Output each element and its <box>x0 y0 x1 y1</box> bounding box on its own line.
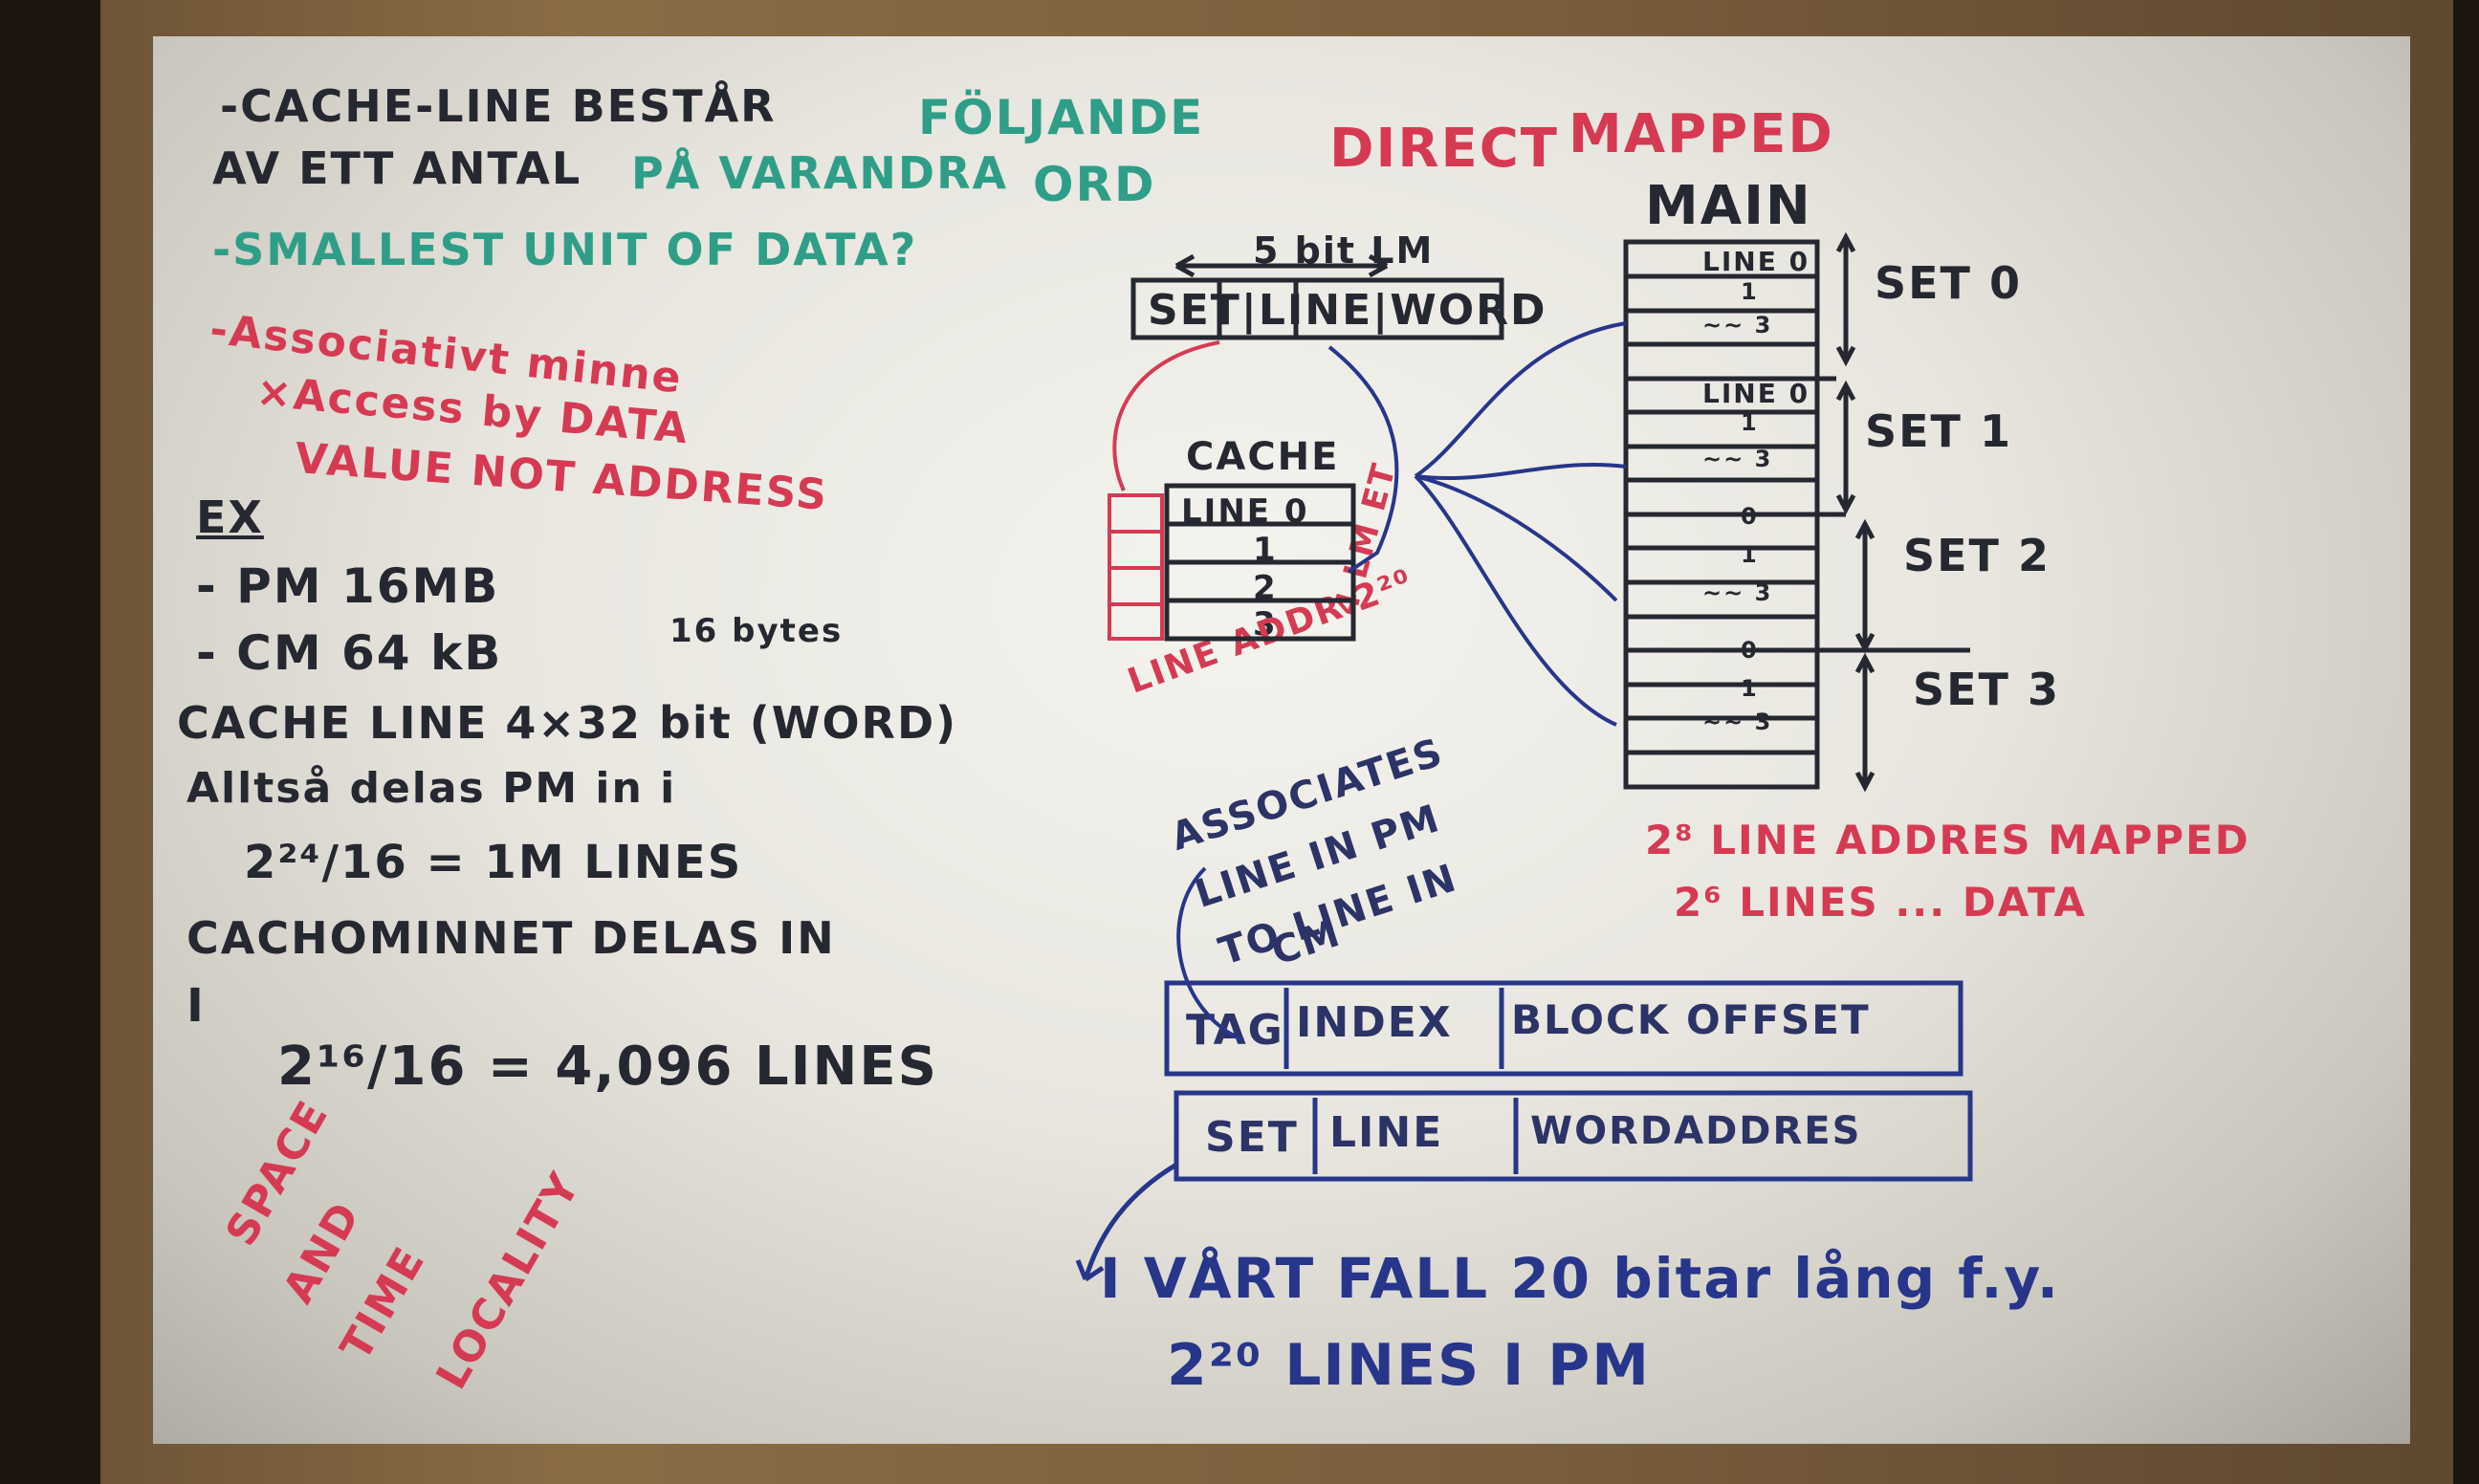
note-16-bytes: 16 bytes <box>669 612 844 650</box>
address-boxes <box>1075 980 1973 1282</box>
main-line-0: LINE 0 <box>1702 246 1810 277</box>
main-memory-stack <box>1623 231 1970 793</box>
main-line-10: ~~ 3 <box>1702 579 1773 606</box>
mapping-lines <box>1176 321 1627 1042</box>
heading-main: MAIN <box>1645 175 1812 237</box>
note-1m-lines: 2²⁴/16 = 1M LINES <box>244 836 743 889</box>
cache-line-3: 3 <box>1253 605 1278 644</box>
note-cache-line-word: CACHE LINE 4×32 bit (WORD) <box>177 697 958 749</box>
main-line-1: 1 <box>1741 278 1759 305</box>
address-fields-label: SET|LINE|WORD <box>1148 286 1547 335</box>
note-cm: - CM 64 kB <box>196 625 503 681</box>
cache-label: CACHE <box>1186 435 1340 479</box>
note-cachominnet: CACHOMINNET DELAS IN <box>186 912 836 964</box>
note-lines-data: 2⁶ LINES ... DATA <box>1674 879 2087 926</box>
heading-direct: DIRECT <box>1329 118 1559 180</box>
field-block-offset: BLOCK OFFSET <box>1511 996 1871 1043</box>
set-1-label: SET 1 <box>1865 405 2012 457</box>
main-line-2: ~~ 3 <box>1702 312 1773 338</box>
note-ord: ORD <box>1033 157 1156 212</box>
field-set: SET <box>1205 1113 1299 1162</box>
note-cache-line: -CACHE-LINE BESTÅR <box>220 80 777 132</box>
note-alltsa: Alltså delas PM in i <box>186 764 677 813</box>
main-line-4: LINE 0 <box>1702 378 1810 409</box>
whiteboard: -CACHE-LINE BESTÅR AV ETT ANTAL PÅ VARAN… <box>153 36 2410 1444</box>
conclusion-line-1: I VÅRT FALL 20 bitar lång f.y. <box>1100 1246 2060 1311</box>
heading-mapped: MAPPED <box>1569 103 1834 165</box>
field-line: LINE <box>1329 1108 1444 1157</box>
note-ett-antal: AV ETT ANTAL <box>212 142 582 194</box>
note-4096-lines: 2¹⁶/16 = 4,096 LINES <box>277 1036 938 1098</box>
board-drawings <box>1075 231 1973 1282</box>
main-line-14: ~~ 3 <box>1702 709 1773 735</box>
note-smallest-unit: -SMALLEST UNIT OF DATA? <box>212 224 918 275</box>
set-2-label: SET 2 <box>1903 530 2051 581</box>
set-3-label: SET 3 <box>1913 664 2060 715</box>
note-ex: EX <box>196 491 264 543</box>
set-0-label: SET 0 <box>1875 257 2022 309</box>
field-wordaddres: WORDADDRES <box>1530 1109 1862 1153</box>
main-line-6: ~~ 3 <box>1702 446 1773 472</box>
address-field-box <box>1130 253 1504 340</box>
note-pm: - PM 16MB <box>196 558 500 614</box>
cache-tag-column <box>1108 340 1220 641</box>
note-i: I <box>186 979 206 1033</box>
cache-line-1: 1 <box>1253 531 1278 569</box>
conclusion-line-2: 2²⁰ LINES I PM <box>1167 1332 1651 1399</box>
main-line-5: 1 <box>1741 409 1759 436</box>
field-index: INDEX <box>1296 998 1453 1047</box>
cache-box <box>1164 483 1356 642</box>
note-foljande: FÖLJANDE <box>918 90 1205 145</box>
note-line-address-mapped: 2⁸ LINE ADDRES MAPPED <box>1645 817 2250 863</box>
cache-line-2: 2 <box>1253 569 1278 607</box>
field-tag: TAG <box>1186 1006 1284 1055</box>
bit-label: 5 bit LM <box>1253 229 1435 272</box>
note-pa-varandra: PÅ VARANDRA <box>631 147 1009 199</box>
